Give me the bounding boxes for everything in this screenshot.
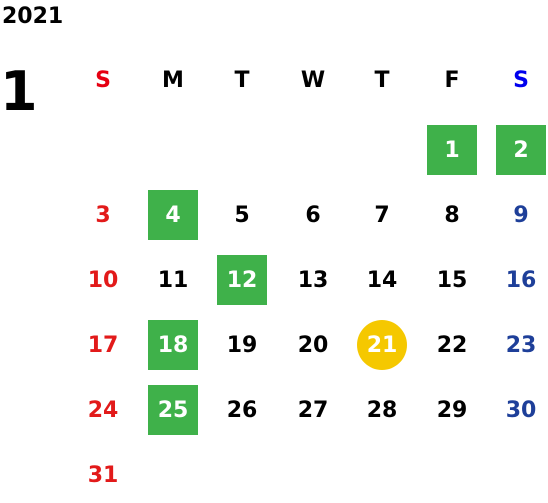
empty-day-cell bbox=[148, 125, 198, 175]
weekday-header-thu: T bbox=[374, 67, 390, 93]
day-cell[interactable]: 11 bbox=[157, 267, 189, 293]
day-cell[interactable]: 8 bbox=[444, 202, 460, 228]
day-cell[interactable]: 13 bbox=[297, 267, 329, 293]
day-cell[interactable]: 7 bbox=[374, 202, 390, 228]
weekday-header-mon: M bbox=[162, 67, 184, 93]
week-row: 17 18 19 20 21 22 23 bbox=[0, 320, 548, 370]
day-cell[interactable]: 10 bbox=[87, 267, 119, 293]
weekday-header-tue: T bbox=[234, 67, 250, 93]
day-cell[interactable]: 23 bbox=[505, 332, 537, 358]
empty-day-cell bbox=[217, 125, 267, 175]
empty-day-cell bbox=[217, 450, 267, 500]
day-cell[interactable]: 15 bbox=[436, 267, 468, 293]
day-cell[interactable]: 28 bbox=[366, 397, 398, 423]
weekday-header-fri: F bbox=[444, 67, 460, 93]
empty-day-cell bbox=[288, 125, 338, 175]
weekday-header-sun: S bbox=[95, 67, 111, 93]
day-cell[interactable]: 27 bbox=[297, 397, 329, 423]
day-cell[interactable]: 29 bbox=[436, 397, 468, 423]
day-cell[interactable]: 2 bbox=[496, 125, 546, 175]
day-cell[interactable]: 31 bbox=[87, 462, 119, 488]
empty-day-cell bbox=[78, 125, 128, 175]
week-row: 31 bbox=[0, 450, 548, 500]
weekday-header-wed: W bbox=[300, 67, 326, 93]
day-cell[interactable]: 12 bbox=[217, 255, 267, 305]
day-cell[interactable]: 18 bbox=[148, 320, 198, 370]
week-row: 3 4 5 6 7 8 9 bbox=[0, 190, 548, 240]
day-cell[interactable]: 30 bbox=[505, 397, 537, 423]
empty-day-cell bbox=[288, 450, 338, 500]
year-label: 2021 bbox=[2, 4, 64, 29]
day-cell[interactable]: 24 bbox=[87, 397, 119, 423]
day-cell[interactable]: 20 bbox=[297, 332, 329, 358]
day-cell[interactable]: 17 bbox=[87, 332, 119, 358]
day-cell[interactable]: 16 bbox=[505, 267, 537, 293]
week-row: 24 25 26 27 28 29 30 bbox=[0, 385, 548, 435]
empty-day-cell bbox=[427, 450, 477, 500]
day-cell[interactable]: 22 bbox=[436, 332, 468, 358]
empty-day-cell bbox=[357, 450, 407, 500]
month-label: 1 bbox=[0, 60, 38, 123]
weekday-header-row: S M T W T F S bbox=[0, 55, 548, 105]
day-cell[interactable]: 25 bbox=[148, 385, 198, 435]
empty-day-cell bbox=[148, 450, 198, 500]
day-cell[interactable]: 3 bbox=[95, 202, 111, 228]
day-cell[interactable]: 19 bbox=[226, 332, 258, 358]
day-cell[interactable]: 1 bbox=[427, 125, 477, 175]
day-cell[interactable]: 4 bbox=[148, 190, 198, 240]
day-cell[interactable]: 5 bbox=[234, 202, 250, 228]
day-cell[interactable]: 21 bbox=[357, 320, 407, 370]
empty-day-cell bbox=[357, 125, 407, 175]
week-row: 10 11 12 13 14 15 16 bbox=[0, 255, 548, 305]
day-cell[interactable]: 14 bbox=[366, 267, 398, 293]
day-cell[interactable]: 6 bbox=[305, 202, 321, 228]
day-cell[interactable]: 9 bbox=[513, 202, 529, 228]
weekday-header-sat: S bbox=[513, 67, 529, 93]
empty-day-cell bbox=[496, 450, 546, 500]
day-cell[interactable]: 26 bbox=[226, 397, 258, 423]
